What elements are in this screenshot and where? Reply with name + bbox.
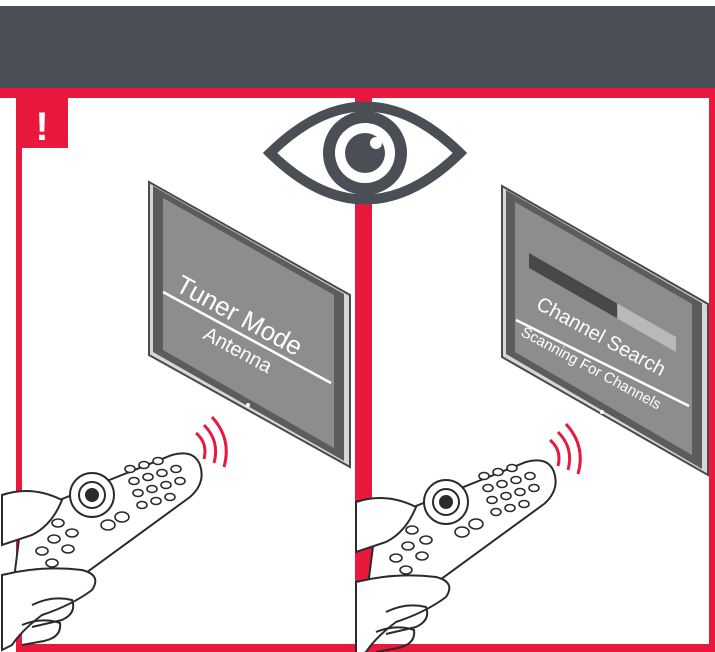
eye-icon [270, 107, 460, 200]
tv-left: Tuner Mode Antenna [149, 182, 350, 467]
header-bar [0, 6, 715, 88]
remote-hand-left [2, 417, 226, 650]
remote-hand-right [356, 424, 580, 652]
tv-right: Channel Search Scanning For Channels [502, 186, 708, 475]
warning-badge: ! [16, 94, 68, 149]
exclamation-icon: ! [35, 105, 48, 149]
